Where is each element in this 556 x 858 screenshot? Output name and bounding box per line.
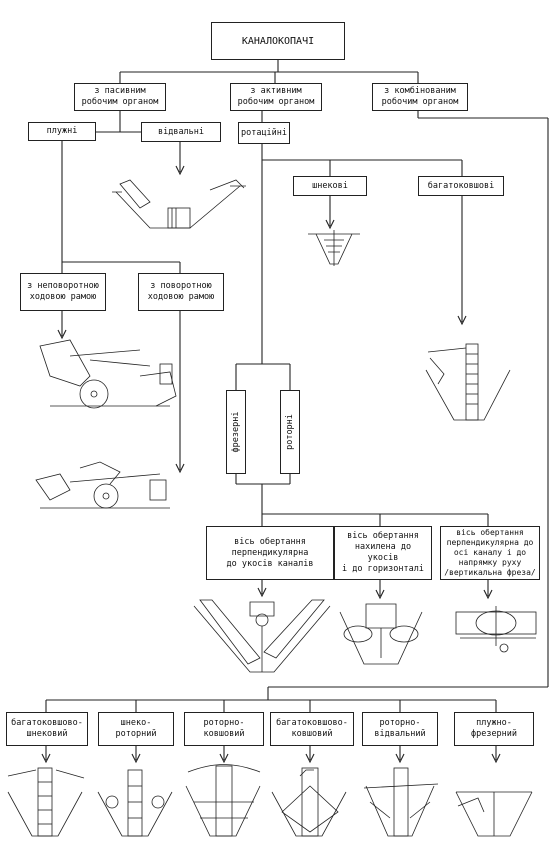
combined-type-box-3: роторно- ковшовий <box>184 712 264 746</box>
title-text: КАНАЛОКОПАЧІ <box>241 35 315 47</box>
non-rotating-frame-label: з неповоротною ходовою рамою <box>27 281 99 302</box>
plough-box: плужні <box>28 122 96 141</box>
combined-type-label: плужно- фрезерний <box>470 718 518 739</box>
combined-label: з комбінованим робочим органом <box>381 86 459 107</box>
auger-sketch <box>308 230 360 266</box>
multibucket-box: багатоковшові <box>418 176 504 196</box>
perpendicular-axis-sketch <box>193 599 331 673</box>
combined-type-label: роторно- відвальний <box>374 718 426 739</box>
milling-label: фрезерні <box>231 411 241 453</box>
active-label: з активним робочим органом <box>237 86 315 107</box>
active-box: з активним робочим органом <box>230 83 322 111</box>
axis-perp-direction-box: вісь обертання перпендикулярна до осі ка… <box>440 526 540 580</box>
rotary-label: ротаційні <box>240 127 288 138</box>
passive-box: з пасивним робочим органом <box>74 83 166 111</box>
rotating-frame-label: з поворотною ходовою рамою <box>147 281 215 302</box>
title-box: КАНАЛОКОПАЧІ <box>211 22 345 60</box>
combined-type-label: шнеко- роторний <box>115 718 157 739</box>
dump-trench-sketch <box>112 179 246 229</box>
combined-type-label: роторно- ковшовий <box>203 718 245 739</box>
dump-label: відвальні <box>157 126 205 137</box>
auger-rotor-sketch <box>97 769 173 837</box>
passive-label: з пасивним робочим органом <box>81 86 159 107</box>
rotating-frame-machine-sketch <box>35 461 170 509</box>
rotor-dump-sketch <box>363 767 439 837</box>
axis-inclined-label: вісь обертання нахилена до укосів і до г… <box>342 531 424 574</box>
plough-label: плужні <box>46 126 78 136</box>
vertical-cutter-sketch <box>455 606 537 653</box>
axis-perp-direction-label: вісь обертання перпендикулярна до осі ка… <box>444 528 536 577</box>
combined-type-box-5: роторно- відвальний <box>362 712 438 746</box>
rotor-label: роторні <box>285 414 295 450</box>
axis-perpendicular-label: вісь обертання перпендикулярна до укосів… <box>226 536 314 569</box>
multibucket-label: багатоковшові <box>427 180 495 191</box>
rotor-box: роторні <box>280 390 300 474</box>
rotary-box: ротаційні <box>238 122 290 144</box>
auger-label: шнекові <box>312 180 348 191</box>
multibucket-sketch <box>425 343 511 421</box>
non-rotating-frame-box: з неповоротною ходовою рамою <box>20 273 106 311</box>
combined-type-box-2: шнеко- роторний <box>98 712 174 746</box>
combined-type-label: багатоковшово- ковшовий <box>276 718 348 739</box>
bucket-bucket-sketch <box>271 767 347 837</box>
combined-type-box-4: багатоковшово- ковшовий <box>270 712 354 746</box>
rotating-frame-box: з поворотною ходовою рамою <box>138 273 224 311</box>
rotor-bucket-sketch <box>185 764 261 837</box>
auger-box: шнекові <box>293 176 367 196</box>
combined-type-box-1: багатоковшово- шнековий <box>6 712 88 746</box>
inclined-axis-sketch <box>339 603 423 665</box>
combined-type-label: багатоковшово- шнековий <box>11 718 83 739</box>
milling-box: фрезерні <box>226 390 246 474</box>
plough-mill-sketch <box>455 791 533 837</box>
axis-perpendicular-box: вісь обертання перпендикулярна до укосів… <box>206 526 334 580</box>
combined-type-box-6: плужно- фрезерний <box>454 712 534 746</box>
dump-box: відвальні <box>141 122 221 142</box>
axis-inclined-box: вісь обертання нахилена до укосів і до г… <box>334 526 432 580</box>
combined-box: з комбінованим робочим органом <box>372 83 468 111</box>
non-rotating-frame-machine-sketch <box>39 339 177 409</box>
bucket-auger-sketch <box>7 767 85 837</box>
